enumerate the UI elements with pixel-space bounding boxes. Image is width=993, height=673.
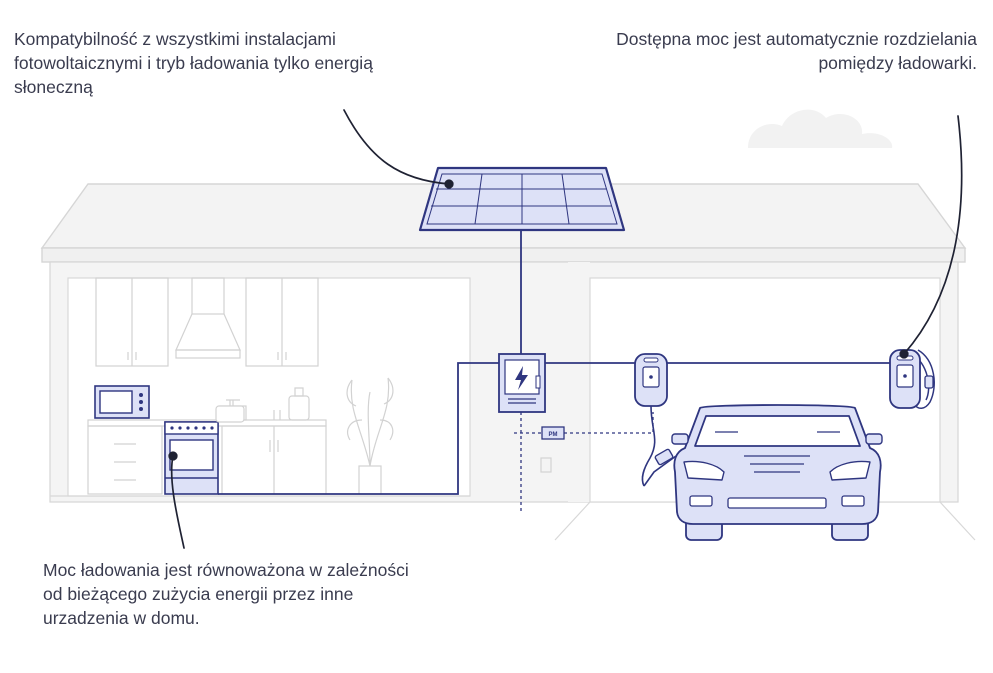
- solar-panel: [418, 166, 626, 232]
- balance-note-line-3: urzadzenia w domu.: [43, 608, 200, 628]
- solar-compatibility-note: Kompatybilność z wszystkimi instalacjami…: [14, 27, 373, 99]
- microwave: [94, 385, 150, 419]
- cooking-pot: [215, 400, 245, 423]
- power-distribution-note: Dostępna moc jest automatycznie rozdziel…: [616, 27, 977, 75]
- balance-note-line-2: od bieżącego zużycia energii przez inne: [43, 584, 354, 604]
- callout-line-oven: [170, 455, 185, 549]
- balance-note-line-1: Moc ładowania jest równoważona w zależno…: [43, 560, 409, 580]
- electric-car: [671, 404, 883, 541]
- lightning-icon: [515, 366, 528, 390]
- cloud-shape: [748, 109, 893, 148]
- callout-dot-solar: [444, 179, 454, 189]
- distribution-box: [498, 353, 546, 413]
- callout-lines: [168, 109, 963, 549]
- callout-line-charger: [903, 115, 963, 355]
- callout-line-solar: [343, 109, 450, 185]
- power-note-line-1: Dostępna moc jest automatycznie rozdziel…: [616, 29, 977, 49]
- solar-note-line-3: słoneczną: [14, 77, 93, 97]
- power-meter-label: PM: [549, 432, 558, 438]
- power-note-line-2: pomiędzy ładowarki.: [818, 53, 977, 73]
- solar-note-line-2: fotowoltaicznymi i tryb ładowania tylko …: [14, 53, 373, 73]
- callout-dot-charger: [899, 349, 909, 359]
- callout-dot-oven: [168, 451, 178, 461]
- wall-charger-right: [889, 349, 935, 409]
- solar-note-line-1: Kompatybilność z wszystkimi instalacjami: [14, 29, 336, 49]
- load-balancing-note: Moc ładowania jest równoważona w zależno…: [43, 558, 409, 630]
- power-meter: PM: [541, 426, 565, 440]
- data-wiring: [514, 412, 654, 512]
- power-wiring: [218, 230, 890, 495]
- wall-charger-left: [634, 353, 677, 487]
